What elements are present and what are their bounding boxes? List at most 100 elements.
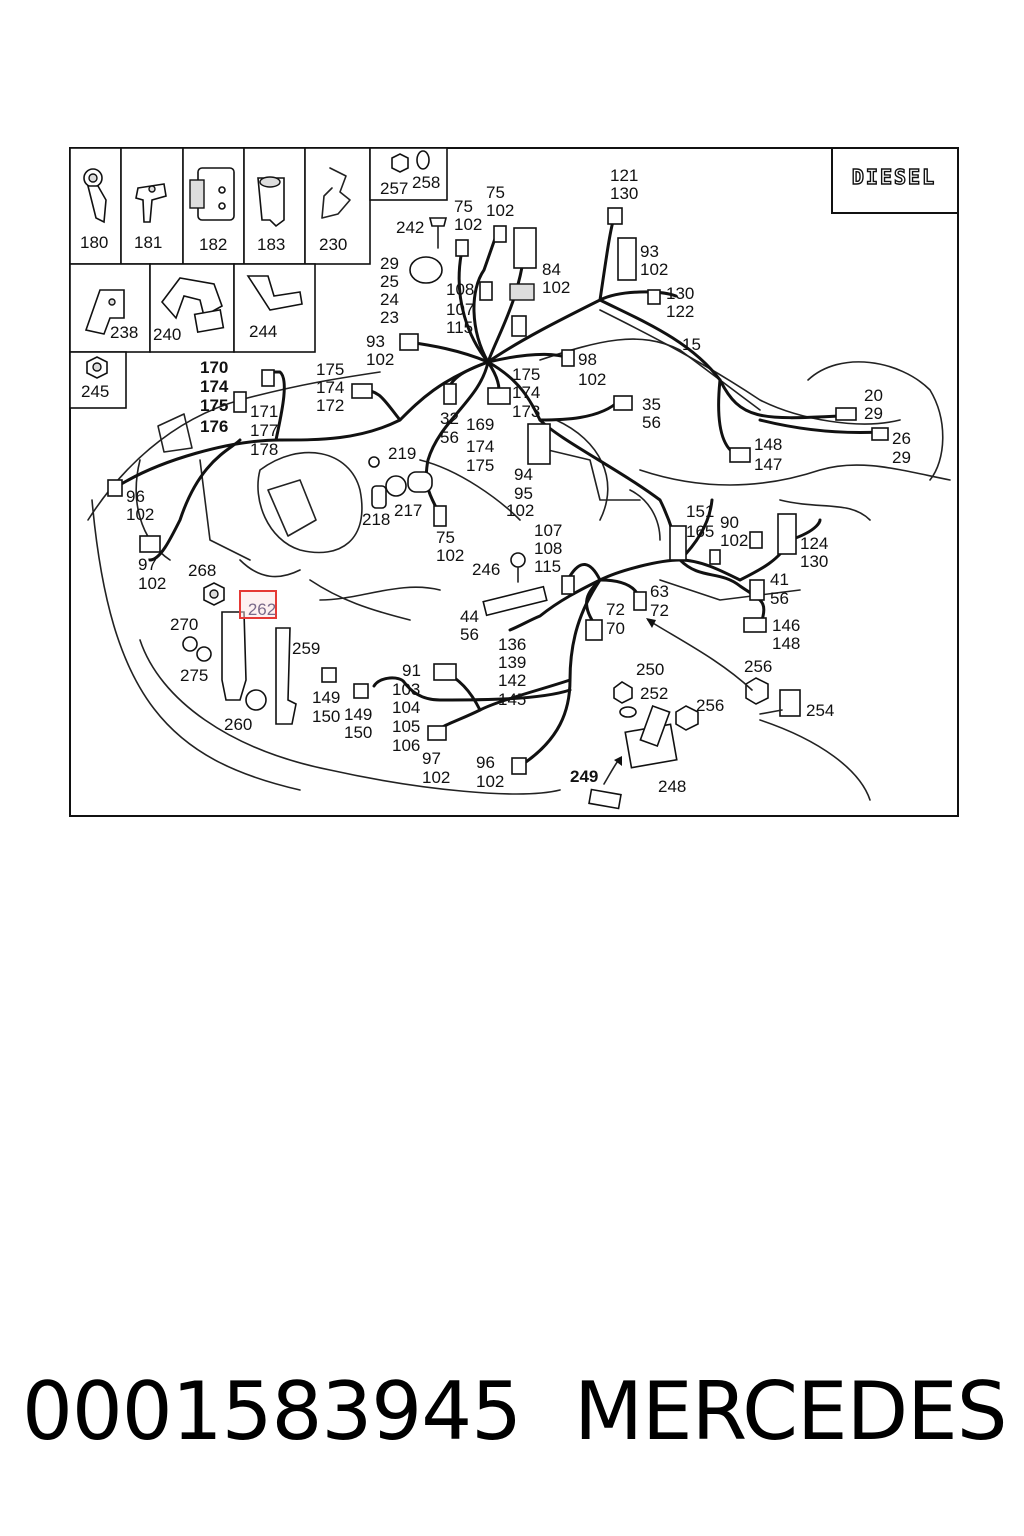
callout: 124 [800, 534, 828, 553]
callout: 270 [170, 615, 198, 634]
callout: 107 [534, 521, 562, 540]
callout: 102 [454, 215, 482, 234]
callout: 15 [682, 335, 701, 354]
callout: 173 [512, 402, 540, 421]
callout: 169 [466, 415, 494, 434]
inset-label: 230 [319, 235, 347, 254]
callout: 44 [460, 607, 479, 626]
callout: 268 [188, 561, 216, 580]
callout: 130 [610, 184, 638, 203]
brand-name: MERCEDES [574, 1365, 1008, 1458]
callout: 97 [422, 749, 441, 768]
callout: 139 [498, 653, 526, 672]
callout: 102 [486, 201, 514, 220]
callout: 177 [250, 421, 278, 440]
callout: 75 [486, 183, 505, 202]
callout: 275 [180, 666, 208, 685]
callout: 84 [542, 260, 561, 279]
part-number: 0001583945 [22, 1365, 522, 1458]
callout: 20 [864, 386, 883, 405]
callout: 136 [498, 635, 526, 654]
callout: 103 [392, 680, 420, 699]
callout: 219 [388, 444, 416, 463]
callout: 70 [606, 619, 625, 638]
callout: 56 [642, 413, 661, 432]
callout: 115 [446, 318, 473, 337]
callout: 108 [446, 280, 474, 299]
callout: 63 [650, 582, 669, 601]
callout: 242 [396, 218, 424, 237]
connectors [107, 207, 889, 775]
callout: 172 [316, 396, 344, 415]
inset-label: 181 [134, 233, 162, 252]
callout: 72 [606, 600, 625, 619]
inset-label: 180 [80, 233, 108, 252]
callout: 149 [344, 705, 372, 724]
callout: 102 [506, 501, 534, 520]
callout: 130 [800, 552, 828, 571]
diesel-badge-text: DIESEL [852, 165, 936, 189]
diesel-badge: DIESEL [831, 148, 958, 214]
callout: 149 [312, 688, 340, 707]
callout: 56 [460, 625, 479, 644]
callout: 108 [534, 539, 562, 558]
callout: 23 [380, 308, 399, 327]
callout: 107 [446, 300, 474, 319]
callout: 246 [472, 560, 500, 579]
callout: 104 [392, 698, 420, 717]
callout: 256 [744, 657, 772, 676]
footer: 0001583945 MERCEDES [0, 1365, 1024, 1475]
callout: 165 [686, 522, 714, 541]
harness-wires [116, 216, 882, 768]
callout: 94 [514, 465, 533, 484]
callout: 93 [640, 242, 659, 261]
callout: 32 [440, 409, 459, 428]
highlight-label: 262 [248, 600, 276, 619]
callout: 105 [392, 717, 420, 736]
callout: 249 [570, 767, 598, 786]
engine-bay-outline [87, 309, 951, 801]
callout: 102 [126, 505, 154, 524]
inset-label: 244 [249, 322, 277, 341]
callout: 25 [380, 272, 399, 291]
callout: 41 [770, 570, 789, 589]
inset-label: 258 [412, 173, 440, 192]
callout: 252 [640, 684, 668, 703]
callout: 174 [466, 437, 494, 456]
callout: 142 [498, 671, 526, 690]
callout: 29 [380, 254, 399, 273]
callout-group: 121 130 75 102 75 102 242 29 25 24 23 10… [126, 166, 911, 796]
callout: 176 [200, 417, 228, 436]
callout: 248 [658, 777, 686, 796]
inset-label: 238 [110, 323, 138, 342]
inset-label: 245 [81, 382, 109, 401]
callout: 95 [514, 484, 533, 503]
callout: 174 [200, 377, 229, 396]
callout: 26 [892, 429, 911, 448]
callout: 150 [344, 723, 372, 742]
callout: 102 [640, 260, 668, 279]
callout: 98 [578, 350, 597, 369]
callout: 75 [436, 528, 455, 547]
callout: 102 [366, 350, 394, 369]
highlight-box [239, 590, 277, 619]
callout: 151 [686, 502, 714, 521]
callout: 171 [250, 402, 278, 421]
misc-parts [182, 217, 801, 810]
callout: 106 [392, 736, 420, 755]
callout: 56 [770, 589, 789, 608]
callout: 29 [864, 404, 883, 423]
inset-label-group: 180 181 182 183 230 257 258 238 240 244 … [80, 173, 440, 401]
callout: 148 [772, 634, 800, 653]
callout: 102 [476, 772, 504, 791]
callout: 218 [362, 510, 390, 529]
callout: 97 [138, 555, 157, 574]
callout: 122 [666, 302, 694, 321]
inset-part-drawings [83, 150, 430, 379]
callout: 175 [200, 396, 228, 415]
pointer-arrows [603, 618, 753, 785]
callout: 175 [466, 456, 494, 475]
inset-label: 257 [380, 179, 408, 198]
inset-label: 182 [199, 235, 227, 254]
